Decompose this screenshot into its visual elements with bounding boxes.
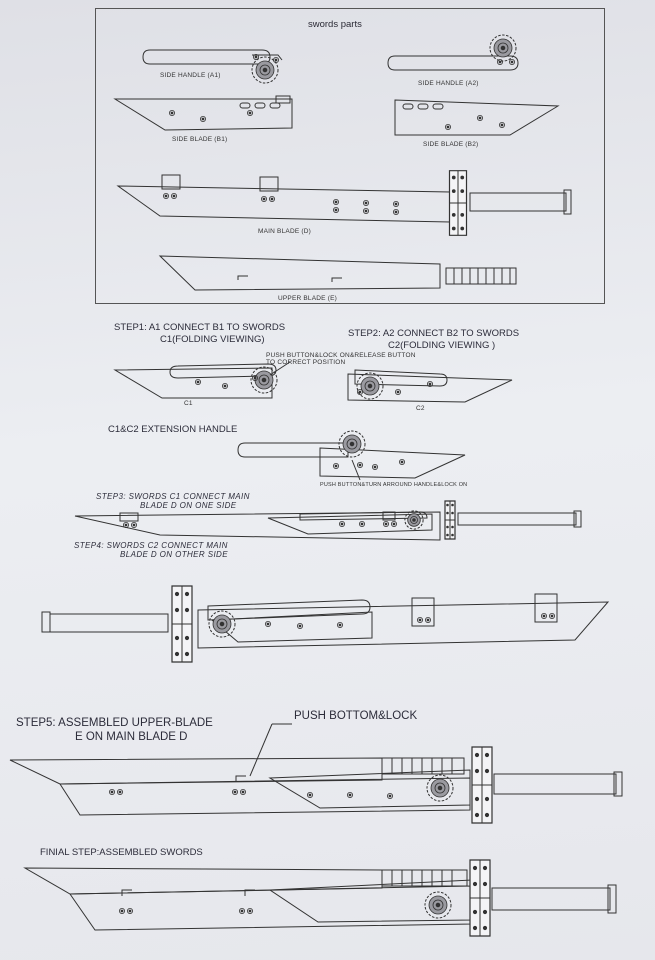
step2-subtext: C2(FOLDING VIEWING ) xyxy=(388,340,496,351)
push-button-note: PUSH BUTTON&LOCK ON&RELEASE BUTTON xyxy=(266,352,416,359)
side-handle-a1-label: SIDE HANDLE (A1) xyxy=(160,72,221,79)
side-handle-a2-label: SIDE HANDLE (A2) xyxy=(418,80,479,87)
c1-label: C1 xyxy=(184,400,193,407)
side-blade-b1-label: SIDE BLADE (B1) xyxy=(172,136,228,143)
step1-subtext: C1(FOLDING VIEWING) xyxy=(160,334,265,345)
step3-text: STEP3: SWORDS C1 CONNECT MAIN xyxy=(96,492,250,501)
final-sword-drawing xyxy=(25,859,616,937)
extension-handle-drawing xyxy=(238,430,465,480)
main-blade-d-label: MAIN BLADE (D) xyxy=(258,228,312,235)
parts-title: swords parts xyxy=(308,19,362,30)
sword-c1-drawing xyxy=(115,362,290,398)
side-handle-a2-drawing xyxy=(388,34,518,70)
extension-title: C1&C2 EXTENSION HANDLE xyxy=(108,424,238,435)
sword-c2-drawing xyxy=(348,370,512,402)
step2-text: STEP2: A2 CONNECT B2 TO SWORDS xyxy=(348,328,520,339)
upper-blade-e-label: UPPER BLADE (E) xyxy=(278,295,337,302)
step5-drawing xyxy=(10,724,622,824)
main-blade-d-drawing xyxy=(118,170,571,236)
side-blade-b2-label: SIDE BLADE (B2) xyxy=(423,141,479,148)
upper-blade-e-drawing xyxy=(160,256,516,290)
push-lock-label: PUSH BOTTOM&LOCK xyxy=(294,710,418,722)
step4-subtext: BLADE D ON OTHER SIDE xyxy=(120,550,228,559)
side-blade-b1-drawing xyxy=(115,96,292,130)
side-blade-b2-drawing xyxy=(395,100,558,135)
step5-subtext: E ON MAIN BLADE D xyxy=(75,731,188,743)
side-handle-a1-drawing xyxy=(143,50,282,84)
extension-note: PUSH BUTTON&TURN ARROUND HANDLE&LOCK ON xyxy=(320,482,468,488)
step4-text: STEP4: SWORDS C2 CONNECT MAIN xyxy=(74,541,228,550)
final-step-title: FINIAL STEP:ASSEMBLED SWORDS xyxy=(40,847,203,858)
step1-text: STEP1: A1 CONNECT B1 TO SWORDS xyxy=(114,322,286,333)
step4-drawing xyxy=(42,585,608,663)
step5-text: STEP5: ASSEMBLED UPPER-BLADE xyxy=(16,717,213,729)
step3-drawing xyxy=(75,500,581,540)
c2-label: C2 xyxy=(416,405,425,412)
step3-subtext: BLADE D ON ONE SIDE xyxy=(140,501,237,510)
sword-parts-panel xyxy=(95,8,605,304)
push-button-note-2: TO CORRECT POSITION xyxy=(266,359,346,366)
